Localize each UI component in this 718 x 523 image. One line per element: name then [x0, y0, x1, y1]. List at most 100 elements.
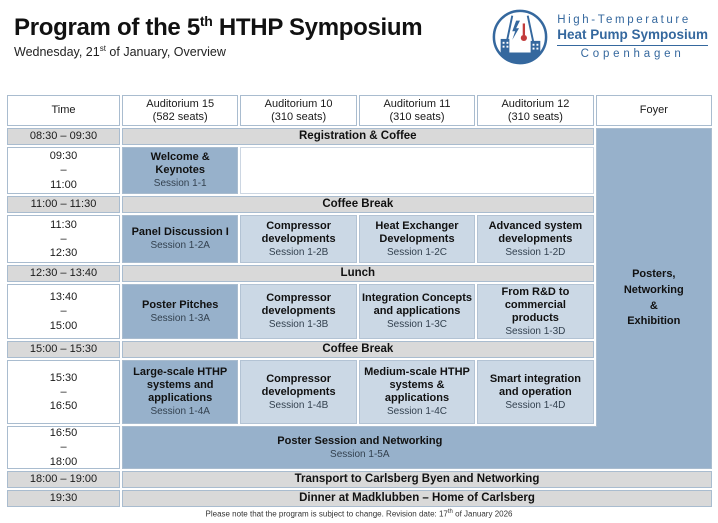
session-code: Session 1-2B: [268, 246, 329, 258]
logo-line1: High-Temperature: [557, 14, 691, 26]
col-header-label: Auditorium 10: [264, 97, 333, 110]
foyer-line: Networking: [623, 283, 684, 296]
foyer-line: Exhibition: [627, 315, 681, 328]
break-row-dinner: Dinner at Madklubben – Home of Carlsberg: [122, 490, 712, 507]
logo-divider: [557, 45, 708, 46]
time-cell-coffee2: 15:00 – 15:30: [7, 341, 120, 358]
time-end: 18:00: [49, 455, 78, 468]
session-cell-1-4B: Compressor developments Session 1-4B: [240, 360, 357, 424]
logo-text: High-Temperature Heat Pump Symposium Cop…: [557, 14, 708, 60]
break-row-transport: Transport to Carlsberg Byen and Networki…: [122, 471, 712, 488]
break-row-coffee1: Coffee Break: [122, 196, 594, 213]
session-code: Session 1-4B: [268, 399, 329, 411]
session-cell-1-3B: Compressor developments Session 1-3B: [240, 284, 357, 339]
time-dash: –: [60, 164, 67, 177]
session-title: Medium-scale HTHP systems & applications: [364, 366, 470, 405]
session-title: Compressor developments: [261, 292, 336, 318]
page-subtitle-sup: st: [99, 44, 106, 54]
time-end: 11:00: [50, 178, 77, 191]
col-header-seats: (582 seats): [152, 110, 208, 123]
col-header-seats: (310 seats): [507, 110, 563, 123]
session-title: Poster Pitches: [141, 298, 219, 311]
session-cell-1-5A: Poster Session and Networking Session 1-…: [122, 426, 597, 469]
page-title: Program of the 5th HTHP Symposium: [14, 13, 514, 41]
col-header-seats: (310 seats): [271, 110, 327, 123]
session-title: Poster Session and Networking: [277, 434, 443, 447]
time-cell-registration: 08:30 – 09:30: [7, 128, 120, 145]
foyer-line: &: [649, 299, 658, 312]
time-start: 11:30: [50, 218, 77, 231]
col-header-label: Foyer: [639, 104, 668, 117]
session-code: Session 1-1: [153, 178, 207, 190]
col-header-auditorium-10: Auditorium 10(310 seats): [240, 95, 357, 126]
session-cell-1-2B: Compressor developments Session 1-2B: [240, 215, 357, 263]
session-cell-1-4C: Medium-scale HTHP systems & applications…: [358, 360, 476, 424]
symposium-logo-icon: [492, 9, 548, 65]
session-code: Session 1-3D: [505, 325, 566, 337]
logo-line3: Copenhagen: [580, 48, 685, 60]
col-header-time: Time: [7, 95, 120, 126]
session-title: From R&D to commercial products: [501, 285, 570, 324]
session-cell-1-2D: Advanced system developments Session 1-2…: [477, 215, 594, 263]
session-code: Session 1-5A: [330, 448, 390, 460]
time-cell-block1: 09:30 – 11:00: [7, 147, 120, 194]
col-header-label: Auditorium 11: [383, 97, 451, 110]
foyer-block: Posters, Networking & Exhibition: [595, 128, 712, 469]
time-cell-poster: 16:50 – 18:00: [7, 426, 120, 469]
session-code: Session 1-3B: [268, 319, 329, 331]
time-cell-block4: 15:30 – 16:50: [7, 360, 120, 424]
time-cell-block3: 13:40 – 15:00: [7, 284, 120, 339]
foyer-line: Posters,: [632, 267, 676, 280]
logo-line2: Heat Pump Symposium: [557, 27, 708, 42]
break-row-coffee2: Coffee Break: [122, 341, 594, 358]
time-cell-lunch: 12:30 – 13:40: [7, 265, 120, 282]
revision-note-sup: th: [447, 509, 453, 515]
session-code: Session 1-4A: [150, 406, 210, 418]
page-title-text: Program of the 5: [14, 14, 200, 41]
page-header: Program of the 5th HTHP Symposium Wednes…: [14, 13, 514, 59]
col-header-auditorium-15: Auditorium 15(582 seats): [122, 95, 239, 126]
col-header-foyer: Foyer: [595, 95, 712, 126]
session-title: Integration Concepts and applications: [361, 292, 472, 318]
time-dash: –: [60, 232, 67, 245]
revision-note-text: Please note that the program is subject …: [205, 509, 448, 519]
session-title: Compressor developments: [261, 372, 336, 398]
time-cell-transport: 18:00 – 19:00: [7, 471, 120, 488]
time-dash: –: [60, 305, 67, 318]
page-title-text-2: HTHP Symposium: [212, 14, 423, 41]
time-end: 15:00: [49, 319, 78, 332]
page-subtitle-text-2: of January, Overview: [105, 45, 226, 60]
empty-cell: [240, 147, 594, 194]
session-title: Large-scale HTHP systems and application…: [133, 366, 228, 405]
break-row-lunch: Lunch: [122, 265, 594, 282]
col-header-label: Time: [51, 104, 76, 117]
page-subtitle: Wednesday, 21st of January, Overview: [14, 44, 514, 59]
session-cell-1-3A: Poster Pitches Session 1-3A: [122, 284, 239, 339]
time-start: 15:30: [49, 371, 78, 384]
col-header-seats: (310 seats): [389, 110, 445, 123]
col-header-auditorium-12: Auditorium 12(310 seats): [477, 95, 594, 126]
time-start: 09:30: [49, 150, 78, 163]
session-code: Session 1-4D: [505, 399, 566, 411]
time-cell-coffee1: 11:00 – 11:30: [7, 196, 120, 213]
session-cell-1-2C: Heat Exchanger Developments Session 1-2C: [358, 215, 476, 263]
session-title: Panel Discussion I: [131, 226, 229, 239]
session-code: Session 1-2C: [386, 246, 447, 258]
col-header-label: Auditorium 12: [501, 97, 570, 110]
page-subtitle-text: Wednesday, 21: [14, 45, 100, 60]
col-header-label: Auditorium 15: [146, 97, 215, 110]
session-code: Session 1-4C: [386, 406, 447, 418]
time-dash: –: [60, 385, 67, 398]
time-cell-block2: 11:30 – 12:30: [7, 215, 120, 263]
revision-note: Please note that the program is subject …: [0, 509, 718, 519]
time-dash: –: [60, 441, 67, 454]
time-start: 13:40: [49, 291, 78, 304]
session-cell-1-2A: Panel Discussion I Session 1-2A: [122, 215, 239, 263]
session-title: Advanced system developments: [488, 219, 583, 245]
page-title-sup: th: [199, 13, 213, 29]
session-code: Session 1-2D: [505, 246, 566, 258]
symposium-logo: High-Temperature Heat Pump Symposium Cop…: [491, 8, 708, 66]
session-code: Session 1-3A: [150, 312, 210, 324]
session-title: Compressor developments: [261, 219, 336, 245]
session-title: Welcome & Keynotes: [150, 151, 210, 177]
